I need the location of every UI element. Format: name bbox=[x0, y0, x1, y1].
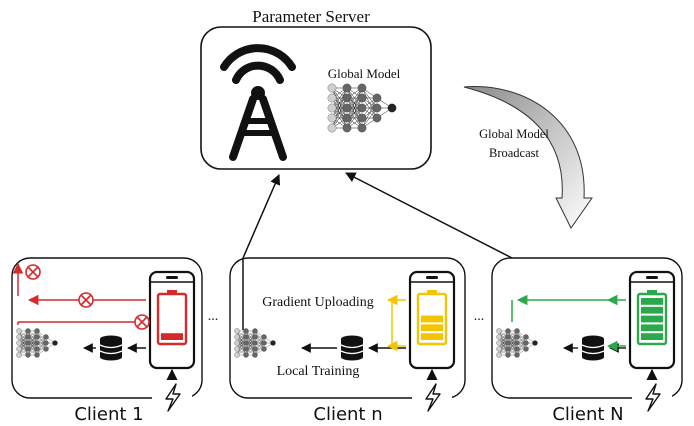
global-model-label: Global Model bbox=[328, 66, 401, 81]
client-content bbox=[496, 270, 676, 412]
upload-arrow-client-n bbox=[242, 174, 281, 259]
antenna-tower-icon bbox=[220, 44, 296, 161]
database-icon bbox=[581, 335, 605, 361]
failure-cross-icon bbox=[78, 292, 94, 308]
client-label-n: Client n bbox=[313, 404, 382, 425]
smartphone-icon bbox=[148, 270, 196, 412]
ellipsis-left: ... bbox=[208, 309, 219, 324]
database-icon bbox=[340, 335, 364, 361]
battery-icon bbox=[416, 290, 448, 346]
smartphone-icon bbox=[628, 270, 676, 412]
battery-icon bbox=[636, 290, 668, 346]
server-title: Parameter Server bbox=[252, 7, 370, 26]
neural-network-icon bbox=[234, 328, 276, 358]
client-content bbox=[234, 270, 456, 412]
local-training-label: Local Training bbox=[277, 364, 360, 379]
client-content bbox=[12, 262, 196, 412]
upload-arrow-client-N bbox=[345, 172, 513, 259]
client-box-n bbox=[229, 257, 466, 399]
failure-cross-icon bbox=[25, 264, 41, 280]
lightning-icon bbox=[152, 380, 192, 412]
client-label-N: Client N bbox=[552, 404, 623, 425]
smartphone-icon bbox=[408, 270, 456, 412]
broadcast-label-line1: Global Model bbox=[479, 127, 549, 141]
battery-icon bbox=[156, 290, 188, 346]
database-icon bbox=[99, 335, 123, 361]
failure-cross-icon bbox=[134, 314, 150, 330]
client-label-1: Client 1 bbox=[74, 404, 143, 425]
broadcast-arrow bbox=[463, 86, 593, 229]
broadcast-label-line2: Broadcast bbox=[489, 146, 540, 160]
gradient-uploading-label: Gradient Uploading bbox=[262, 295, 374, 310]
neural-network-icon bbox=[327, 83, 397, 133]
ellipsis-right: ... bbox=[474, 309, 485, 324]
lightning-icon bbox=[632, 380, 672, 412]
neural-network-icon bbox=[496, 328, 538, 358]
lightning-icon bbox=[412, 380, 452, 412]
neural-network-icon bbox=[16, 328, 58, 358]
